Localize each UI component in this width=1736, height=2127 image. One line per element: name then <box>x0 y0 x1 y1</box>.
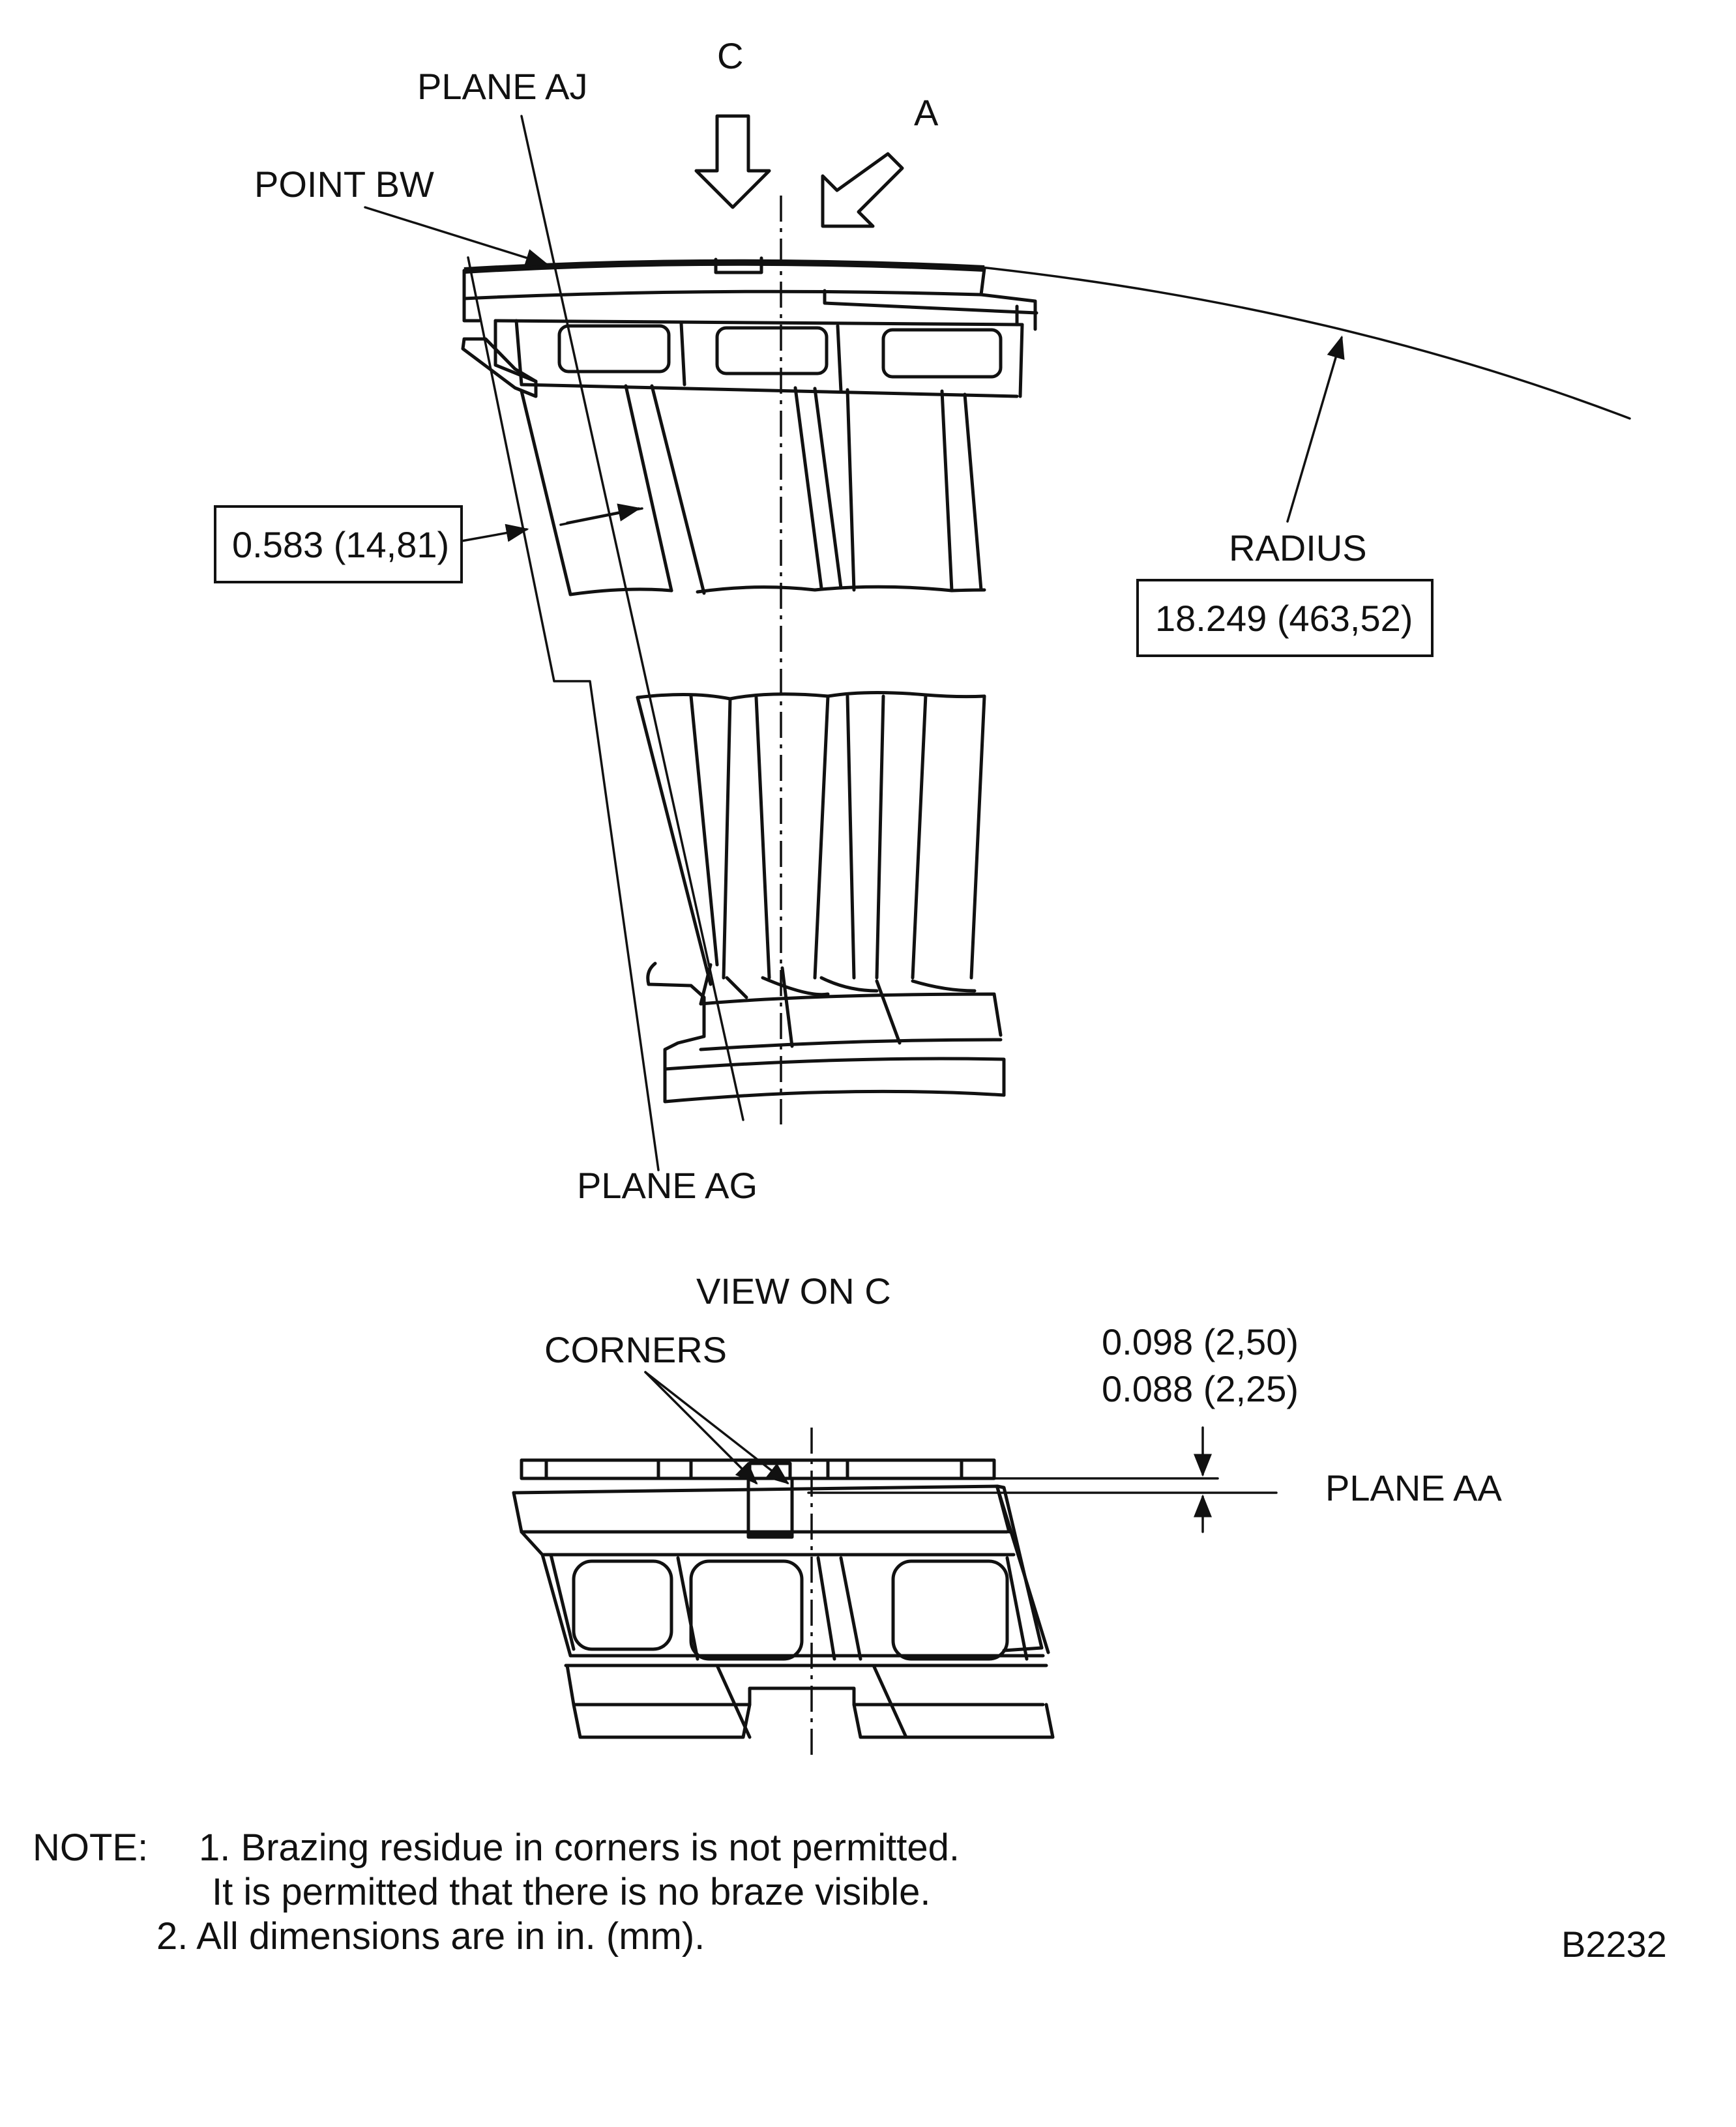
radius-label: RADIUS <box>1229 527 1367 568</box>
upper-view: C A <box>214 35 1631 1206</box>
radius-value-box <box>1136 579 1434 657</box>
plane-ag-label: PLANE AG <box>577 1165 758 1206</box>
radius-value-text: 18.249 (463,52) <box>1155 598 1413 639</box>
plane-aj-line <box>520 115 744 1121</box>
view-arrow-c-label: C <box>717 35 743 76</box>
dimension-thickness-text: 0.583 (14,81) <box>232 524 449 565</box>
corners-leader-2 <box>644 1371 789 1485</box>
view-on-c: VIEW ON C CORNERS <box>512 1270 1502 1760</box>
radius-callout: RADIUS 18.249 (463,52) <box>1136 335 1434 657</box>
point-bw-leader <box>364 206 549 267</box>
airfoils-lower <box>636 690 986 986</box>
radius-arc <box>980 266 1631 420</box>
dim-max-text: 0.098 (2,50) <box>1102 1321 1299 1362</box>
note-2: 2. All dimensions are in in. (mm). <box>156 1915 705 1958</box>
figure-id: B2232 <box>1561 1924 1667 1965</box>
dimension-thickness: 0.583 (14,81) <box>214 503 643 583</box>
note-prefix: NOTE: <box>33 1826 148 1869</box>
note-1-line-2: It is permitted that there is no braze v… <box>212 1871 931 1913</box>
inner-shroud <box>646 961 1006 1104</box>
plane-aa-label: PLANE AA <box>1325 1467 1502 1508</box>
dimension-thickness-box <box>214 505 463 583</box>
corners-leader-1 <box>644 1371 758 1485</box>
view-arrow-a: A <box>821 92 939 228</box>
plane-aj-label: PLANE AJ <box>417 66 587 107</box>
point-bw-label: POINT BW <box>254 164 434 205</box>
view-arrow-c: C <box>694 35 771 209</box>
outer-shroud <box>461 256 1038 398</box>
note-1-line-1: 1. Brazing residue in corners is not per… <box>199 1826 960 1869</box>
plane-ag-line <box>467 256 660 1171</box>
airfoils-upper <box>520 384 986 596</box>
dim-min-text: 0.088 (2,25) <box>1102 1368 1299 1409</box>
view-on-c-title: VIEW ON C <box>696 1270 891 1312</box>
corners-label: CORNERS <box>544 1329 727 1370</box>
view-arrow-a-label: A <box>914 92 939 133</box>
notes: NOTE: 1. Brazing residue in corners is n… <box>33 1826 960 1958</box>
